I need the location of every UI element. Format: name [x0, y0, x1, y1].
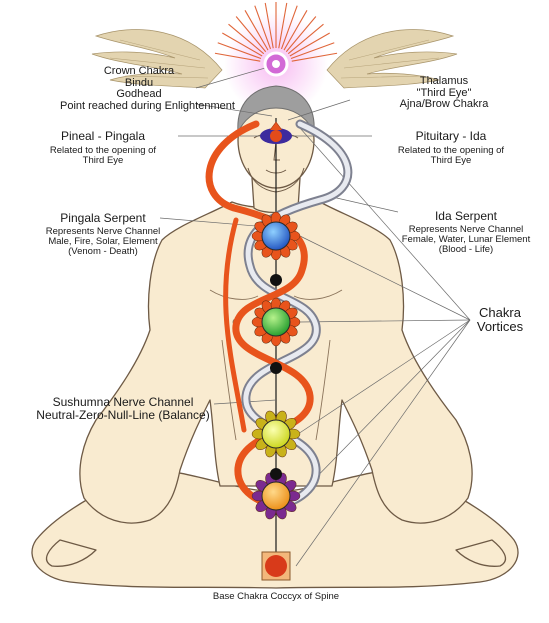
pingala-serpent: [205, 120, 314, 510]
crown-line-2: Bindu: [124, 76, 154, 89]
crown-line-4: Point reached during Enlightenment: [60, 99, 235, 112]
crown-ray: [287, 23, 324, 55]
nadi-nodes: [270, 274, 282, 480]
crown-ray: [291, 52, 338, 62]
crown-line-1: Crown Chakra: [103, 65, 175, 77]
chakra-wheels: [251, 211, 301, 520]
sushumna-line-2: Neutral-Zero-Null-Line (Balance): [36, 407, 210, 422]
crown-ray: [244, 10, 269, 51]
crown-ray: [278, 2, 288, 49]
crown-ray: [235, 16, 267, 53]
crown-ray: [254, 5, 272, 50]
pingala-desc-1: Represents Nerve Channel: [45, 225, 161, 237]
vortices-line-2: Vortices: [476, 318, 524, 334]
pineal-label: Pineal - Pingala Related to the opening …: [28, 130, 178, 166]
ida-desc-1: Represents Nerve Channel: [408, 223, 524, 235]
pituitary-title: Pituitary - Ida: [415, 129, 487, 143]
pineal-desc-2: Third Eye: [82, 154, 124, 166]
crown-ray: [222, 32, 263, 57]
vortices-line-1: Chakra: [479, 305, 521, 320]
base-label: Base Chakra Coccyx of Spine: [186, 592, 366, 602]
crown-ray: [217, 42, 262, 60]
pituitary-desc-1: Related to the opening of: [397, 144, 505, 156]
right-wing: [326, 29, 458, 89]
ida-label: Ida Serpent Represents Nerve Channel Fem…: [386, 210, 546, 255]
crown-ray: [214, 52, 261, 62]
left-hand: [45, 539, 97, 567]
pineal-title: Pineal - Pingala: [60, 129, 146, 143]
crown-label: Crown Chakra Bindu Godhead Point reached…: [60, 65, 235, 112]
pituitary-label: Pituitary - Ida Related to the opening o…: [376, 130, 526, 166]
crown-rays: [214, 2, 338, 62]
crown-line-3: Godhead: [116, 88, 162, 101]
crown-ray: [285, 16, 317, 53]
thalamus-line-3: Ajna/Brow Chakra: [399, 98, 489, 111]
base-text: Base Chakra Coccyx of Spine: [212, 591, 340, 602]
sacral-chakra: [251, 472, 301, 520]
left-wing: [91, 29, 223, 89]
sushumna-label: Sushumna Nerve Channel Neutral-Zero-Null…: [28, 396, 218, 421]
pingala-title: Pingala Serpent: [60, 211, 146, 225]
crown-chakra: [263, 51, 289, 77]
ida-desc-3: (Blood - Life): [438, 243, 494, 255]
thalamus-label: Thalamus "Third Eye" Ajna/Brow Chakra: [384, 75, 504, 111]
pingala-label: Pingala Serpent Represents Nerve Channel…: [28, 212, 178, 257]
thalamus-line-1: Thalamus: [419, 75, 469, 87]
throat-chakra: [251, 211, 301, 261]
vortices-label: Chakra Vortices: [470, 306, 530, 333]
ida-desc-2: Female, Water, Lunar Element: [401, 233, 531, 245]
crown-ray: [283, 10, 308, 51]
sushumna-line-1: Sushumna Nerve Channel: [52, 395, 194, 409]
crown-ray: [228, 23, 265, 55]
base-chakra: [261, 551, 291, 581]
solar-plexus-chakra: [251, 410, 301, 458]
pingala-desc-2: Male, Fire, Solar, Element: [48, 235, 158, 247]
torso-details: [209, 289, 343, 441]
pineal-desc-1: Related to the opening of: [49, 144, 157, 156]
crown-ray: [280, 5, 298, 50]
pointer-lines: [159, 65, 471, 567]
right-hand: [455, 539, 507, 567]
pituitary-desc-2: Third Eye: [430, 154, 472, 166]
ajna-chakra: [260, 121, 292, 144]
ida-title: Ida Serpent: [434, 209, 498, 223]
crown-ray: [289, 32, 330, 57]
crown-ray: [264, 2, 274, 49]
pingala-desc-3: (Venom - Death): [68, 245, 138, 257]
thalamus-line-2: "Third Eye": [416, 86, 472, 99]
crown-ray: [290, 42, 335, 60]
heart-chakra: [251, 297, 301, 347]
